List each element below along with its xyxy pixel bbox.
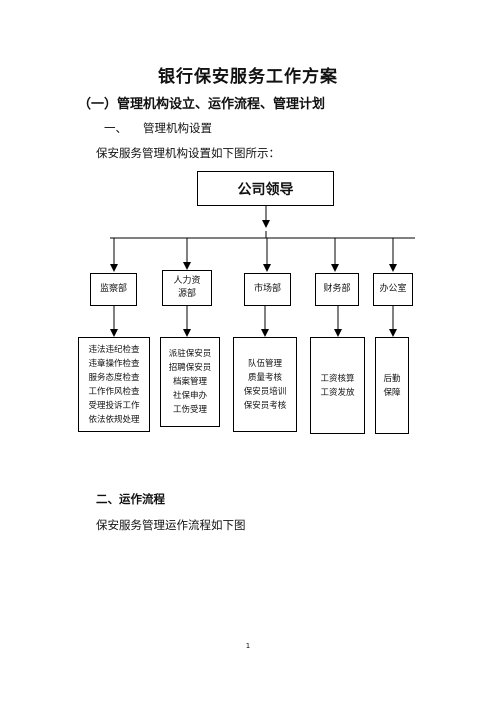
duty-item: 质量考核 [247, 372, 282, 383]
duty-box-3: 队伍管理 质量考核 保安员培训 保安员考核 [233, 337, 297, 432]
duty-box-1: 违法违纪检查 违章操作检查 服务态度检查 工作作风检查 受理投诉工作 依法依规处… [78, 337, 150, 432]
duty-item: 依法依规处理 [88, 414, 140, 425]
duty-item: 派驻保安员 [168, 349, 212, 359]
dept-name-1: 监察部 [99, 284, 127, 294]
duty-item: 招聘保安员 [168, 363, 212, 373]
duty-item: 档案管理 [172, 377, 207, 387]
duty-box-4: 工资核算 工资发放 [310, 337, 365, 434]
duty-box-2: 派驻保安员 招聘保安员 档案管理 社保申办 工伤受理 [160, 337, 220, 427]
duty-item: 保安员培训 [243, 386, 287, 397]
section-2-intro: 保安服务管理运作流程如下图 [96, 518, 246, 532]
subsection-number: 一、 [104, 121, 127, 135]
duty-item: 保安员考核 [243, 400, 287, 411]
duty-item: 服务态度检查 [88, 372, 140, 383]
duty-box-5: 后勤 保障 [375, 337, 409, 434]
subsection-title: 管理机构设置 [143, 121, 212, 135]
dept-name-5: 办公室 [379, 284, 407, 294]
leader-box: 公司领导 [197, 171, 334, 206]
dept-box-3: 市场部 [244, 273, 291, 306]
dept-box-1: 监察部 [90, 273, 137, 306]
duty-item: 工伤受理 [172, 405, 207, 415]
duty-item: 社保申办 [172, 391, 207, 401]
duty-item: 后勤 [383, 373, 401, 384]
duty-item: 队伍管理 [247, 358, 282, 369]
duty-item: 违法违纪检查 [88, 344, 140, 355]
dept-name-4: 财务部 [323, 284, 351, 294]
duty-item: 工资发放 [320, 387, 355, 398]
document-title: 银行保安服务工作方案 [158, 67, 338, 87]
dept-box-5: 办公室 [373, 273, 413, 306]
section-2-heading: 二、运作流程 [96, 492, 165, 506]
duty-item: 工作作风检查 [88, 386, 140, 397]
duty-item: 受理投诉工作 [88, 400, 140, 411]
duty-item: 违章操作检查 [88, 358, 140, 369]
dept-name-2-line-2: 源部 [177, 289, 196, 299]
dept-box-2: 人力资 源部 [162, 270, 212, 306]
org-chart-intro: 保安服务管理机构设置如下图所示： [96, 146, 280, 160]
page-number: 1 [245, 642, 251, 650]
duty-item: 工资核算 [320, 373, 355, 384]
dept-box-4: 财务部 [315, 273, 359, 306]
dept-name-3: 市场部 [253, 284, 281, 294]
duty-item: 保障 [383, 387, 401, 398]
dept-name-2-line-1: 人力资 [173, 276, 201, 286]
subsection-heading: 一、 管理机构设置 [104, 120, 212, 136]
section-1-heading: （一）管理机构设立、运作流程、管理计划 [78, 97, 326, 112]
